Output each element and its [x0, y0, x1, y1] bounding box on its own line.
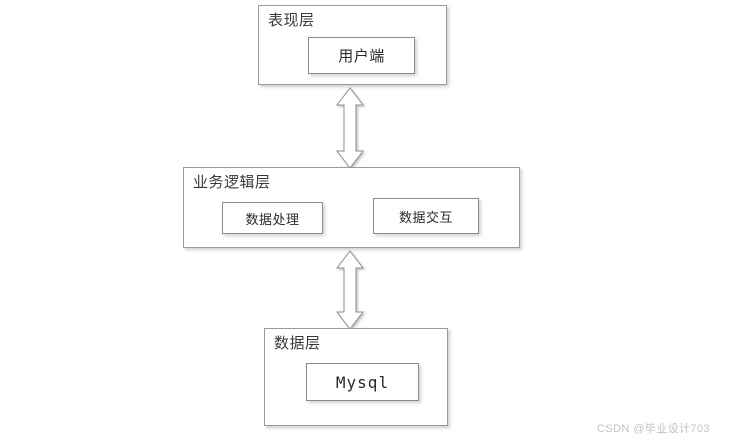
node-label-data-interaction: 数据交互: [398, 209, 453, 225]
layer-box-data: 数据层 Mysql: [264, 328, 448, 426]
double-headed-arrow-icon: [335, 87, 365, 169]
double-headed-arrow-icon: [335, 250, 365, 330]
connector-business-logic-to-data: [335, 250, 365, 330]
node-box-data-processing: 数据处理: [222, 202, 323, 234]
node-label-mysql: Mysql: [335, 372, 390, 392]
layer-box-business-logic: 业务逻辑层 数据处理 数据交互: [183, 167, 520, 248]
node-box-client: 用户端: [308, 37, 415, 74]
node-box-data-interaction: 数据交互: [373, 198, 479, 234]
node-label-client: 用户端: [338, 49, 385, 65]
watermark: CSDN @毕业设计703: [597, 423, 710, 435]
layer-box-presentation: 表现层 用户端: [258, 5, 447, 85]
connector-presentation-to-business-logic: [335, 87, 365, 169]
node-box-mysql: Mysql: [306, 363, 419, 401]
node-label-data-processing: 数据处理: [245, 211, 300, 227]
layer-label-presentation: 表现层: [268, 13, 315, 29]
layer-label-data: 数据层: [274, 336, 321, 352]
layer-label-business-logic: 业务逻辑层: [193, 175, 271, 191]
